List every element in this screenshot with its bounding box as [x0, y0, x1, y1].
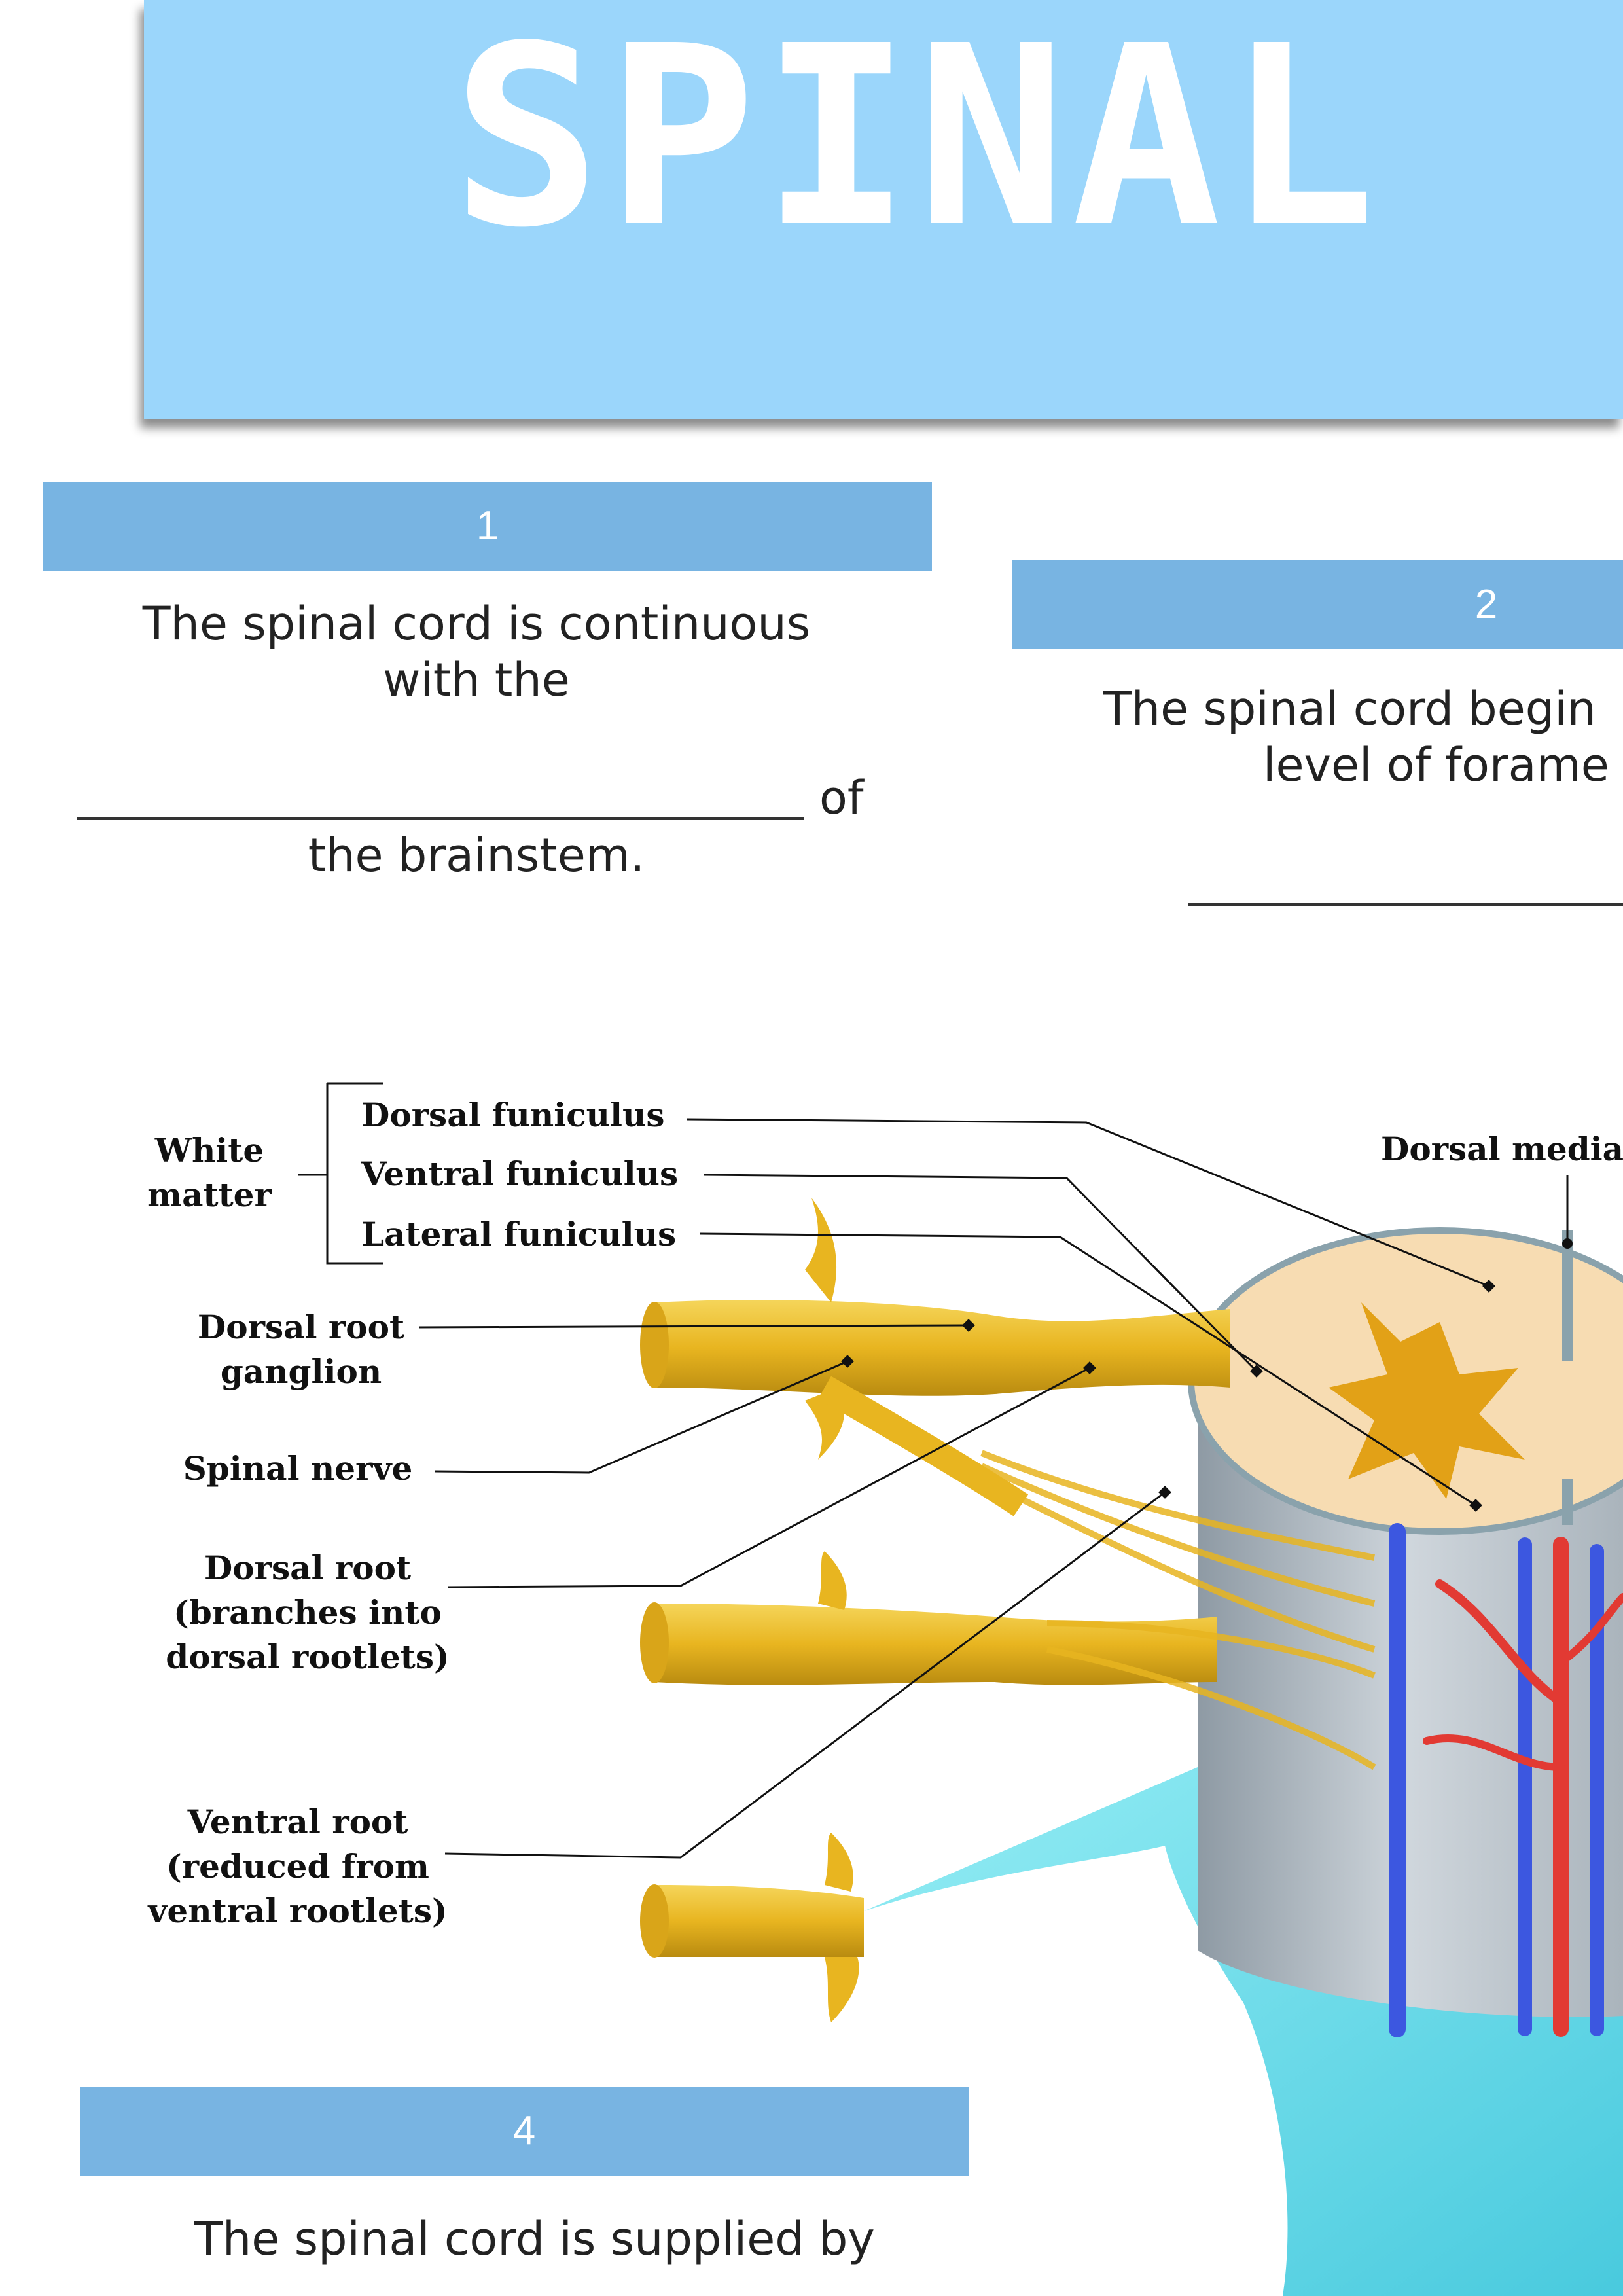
gray-matter-illustration — [1329, 1302, 1525, 1499]
label-dorsal-funiculus: Dorsal funiculus — [361, 1096, 665, 1134]
section-4-text-line-1: The spinal cord is supplied by — [194, 2212, 875, 2266]
section-2-text-line-1: The spinal cord begin — [1103, 682, 1597, 736]
section-2-text-line-2: level of forame — [1263, 738, 1609, 792]
label-dorsal-root-ganglion-line-1: Dorsal root — [197, 1308, 405, 1346]
nerve-roots-illustration — [640, 1198, 1376, 2022]
label-ventral-funiculus: Ventral funiculus — [361, 1155, 679, 1193]
spinal-cord-illustration — [1188, 1227, 1623, 2037]
label-white-matter-line-2: matter — [147, 1175, 272, 1214]
section-2-number-bar: 2 — [1012, 560, 1623, 649]
leader-lines — [298, 1082, 1569, 1859]
label-ventral-root-line-3: ventral rootlets) — [148, 1892, 448, 1930]
section-1-answer-blank[interactable] — [77, 817, 804, 820]
section-1-text-line-2: with the — [383, 653, 570, 707]
section-1-text-line-3: the brainstem. — [308, 829, 645, 882]
label-ventral-root-line-1: Ventral root — [187, 1803, 408, 1841]
leader-dots — [841, 1238, 1573, 1512]
section-2-number: 2 — [1474, 582, 1498, 627]
section-1-text-after-blank: of — [819, 771, 864, 825]
section-1-number-bar: 1 — [43, 482, 932, 571]
spinal-cord-diagram — [298, 1082, 1623, 2296]
section-4-number-bar: 4 — [80, 2087, 969, 2176]
label-lateral-funiculus: Lateral funiculus — [361, 1215, 677, 1253]
blood-vessels-illustration — [1389, 1523, 1623, 2037]
title-banner — [144, 0, 1623, 419]
label-dorsal-root-line-2: (branches into — [173, 1593, 442, 1632]
label-dorsal-root-line-1: Dorsal root — [204, 1549, 412, 1587]
label-dorsal-median: Dorsal media — [1381, 1130, 1623, 1168]
section-2-answer-blank[interactable] — [1188, 903, 1623, 906]
label-spinal-nerve: Spinal nerve — [183, 1449, 413, 1488]
page-title: SPINAL — [452, 0, 1382, 282]
label-dorsal-root-ganglion-line-2: ganglion — [220, 1352, 382, 1391]
label-dorsal-root-line-3: dorsal rootlets) — [166, 1638, 450, 1676]
label-white-matter-line-1: White — [154, 1131, 264, 1170]
section-1-text-line-1: The spinal cord is continuous — [142, 597, 811, 651]
label-ventral-root-line-2: (reduced from — [166, 1847, 429, 1886]
